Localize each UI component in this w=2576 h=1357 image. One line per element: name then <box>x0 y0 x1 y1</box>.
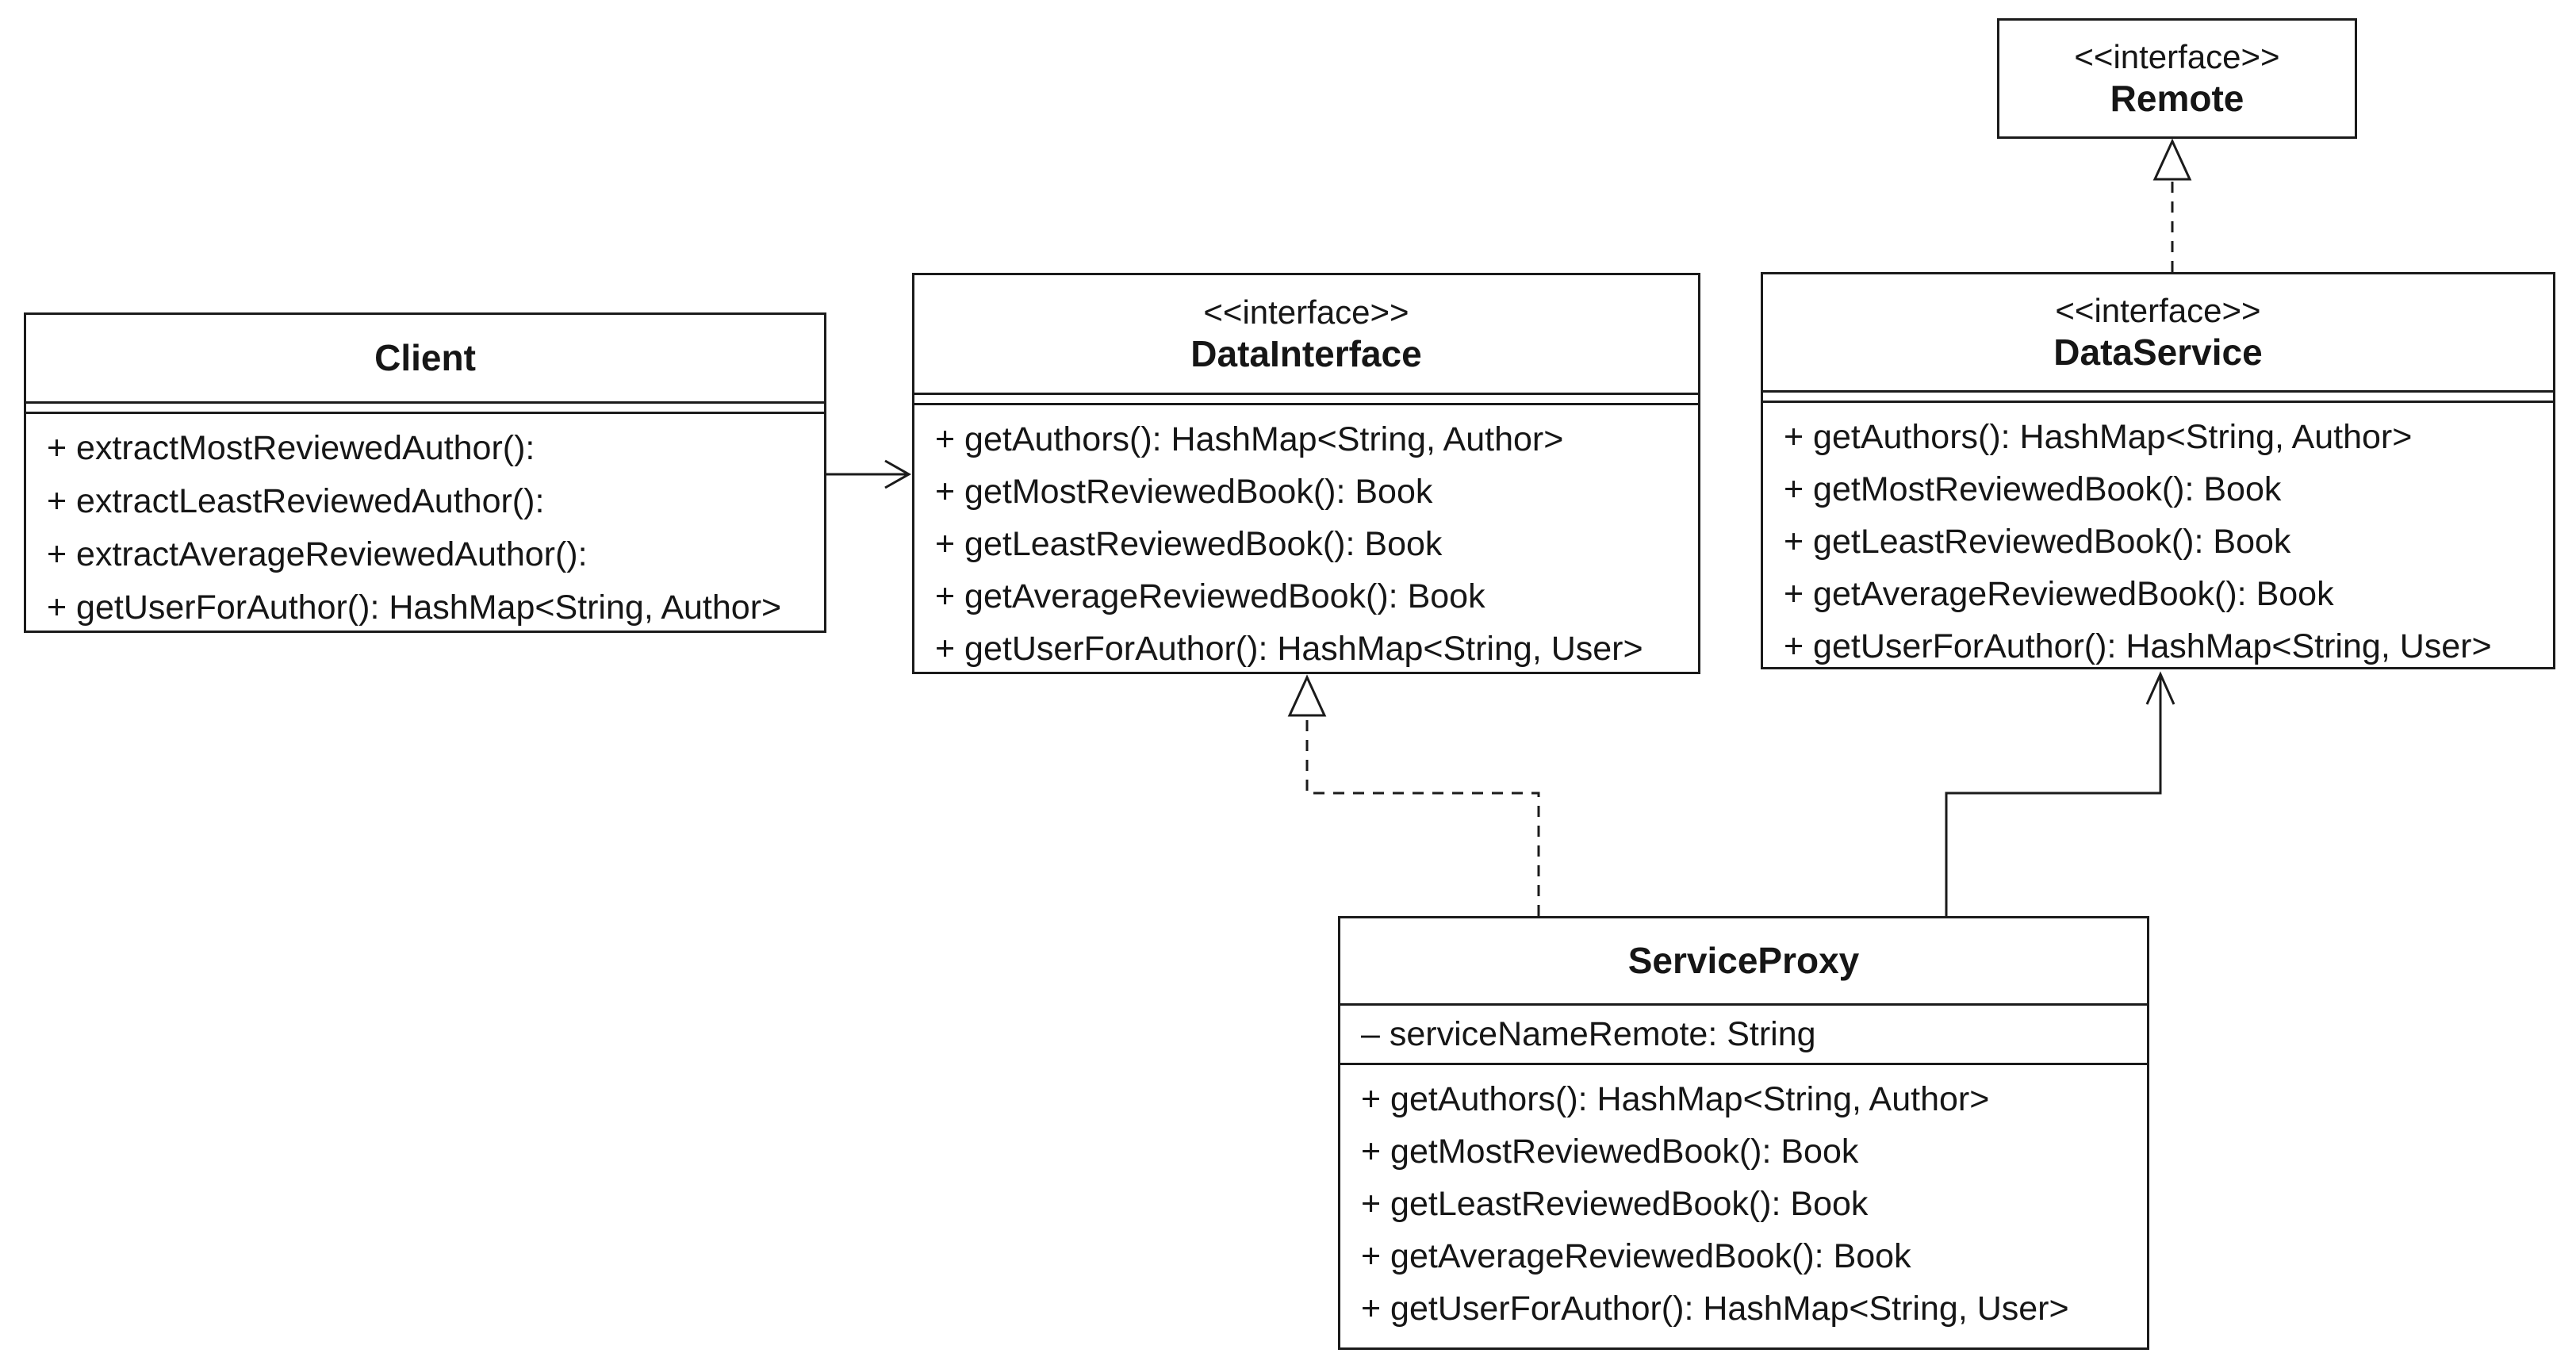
class-box-remote: <<interface>> Remote <box>1997 18 2357 139</box>
class-name-label: DataInterface <box>1190 332 1422 374</box>
class-box-serviceproxy: ServiceProxy – serviceNameRemote: String… <box>1338 916 2149 1350</box>
methods-compartment: + getAuthors(): HashMap<String, Author> … <box>914 405 1698 675</box>
empty-attributes-compartment <box>1763 393 2553 403</box>
open-arrowhead-icon <box>2147 674 2174 704</box>
method-row: + extractMostReviewedAuthor(): <box>47 429 535 467</box>
class-box-client: Client + extractMostReviewedAuthor(): + … <box>24 312 826 633</box>
method-row: + getLeastReviewedBook(): Book <box>1361 1185 1869 1223</box>
method-row: + extractAverageReviewedAuthor(): <box>47 535 588 573</box>
method-row: + getMostReviewedBook(): Book <box>935 473 1433 511</box>
hollow-triangle-icon <box>1290 677 1324 715</box>
method-row: + getLeastReviewedBook(): Book <box>935 525 1443 563</box>
class-title-dataservice: <<interface>> DataService <box>1763 274 2553 393</box>
methods-compartment: + getAuthors(): HashMap<String, Author> … <box>1340 1065 2147 1347</box>
method-row: + getAverageReviewedBook(): Book <box>1361 1237 1911 1275</box>
association-serviceproxy-to-dataservice <box>1946 674 2174 916</box>
method-row: + extractLeastReviewedAuthor(): <box>47 482 545 520</box>
method-row: + getUserForAuthor(): HashMap<String, Us… <box>1784 627 2492 665</box>
open-arrowhead-icon <box>885 461 909 488</box>
realization-serviceproxy-to-datainterface <box>1290 677 1539 916</box>
methods-compartment: + extractMostReviewedAuthor(): + extract… <box>26 414 824 634</box>
association-client-to-datainterface <box>826 461 909 488</box>
stereotype-label: <<interface>> <box>2055 292 2261 330</box>
class-box-datainterface: <<interface>> DataInterface + getAuthors… <box>912 273 1700 674</box>
method-row: + getUserForAuthor(): HashMap<String, Us… <box>1361 1290 2069 1328</box>
class-name-label: DataService <box>2053 331 2263 373</box>
method-row: + getUserForAuthor(): HashMap<String, Us… <box>935 630 1643 668</box>
method-row: + getAverageReviewedBook(): Book <box>1784 575 2334 613</box>
method-row: + getAuthors(): HashMap<String, Author> <box>935 420 1564 458</box>
hollow-triangle-icon <box>2155 141 2190 179</box>
class-name-label: Remote <box>2110 77 2244 119</box>
method-row: + getAverageReviewedBook(): Book <box>935 577 1485 615</box>
method-row: + getMostReviewedBook(): Book <box>1361 1133 1859 1171</box>
method-row: + getAuthors(): HashMap<String, Author> <box>1361 1080 1990 1118</box>
attributes-compartment: – serviceNameRemote: String <box>1340 1006 2147 1065</box>
stereotype-label: <<interface>> <box>1203 293 1409 332</box>
class-title-client: Client <box>26 315 824 404</box>
attribute-row: – serviceNameRemote: String <box>1361 1014 1816 1053</box>
method-row: + getMostReviewedBook(): Book <box>1784 470 2282 508</box>
methods-compartment: + getAuthors(): HashMap<String, Author> … <box>1763 403 2553 673</box>
class-title-serviceproxy: ServiceProxy <box>1340 918 2147 1006</box>
class-box-dataservice: <<interface>> DataService + getAuthors()… <box>1761 272 2555 669</box>
realization-dataservice-to-remote <box>2155 141 2190 272</box>
method-row: + getUserForAuthor(): HashMap<String, Au… <box>47 588 782 627</box>
class-title-datainterface: <<interface>> DataInterface <box>914 275 1698 395</box>
method-row: + getLeastReviewedBook(): Book <box>1784 523 2291 561</box>
class-name-label: Client <box>374 337 476 379</box>
empty-attributes-compartment <box>914 395 1698 405</box>
class-name-label: ServiceProxy <box>1627 940 1860 982</box>
empty-attributes-compartment <box>26 404 824 414</box>
stereotype-label: <<interface>> <box>2074 38 2280 76</box>
method-row: + getAuthors(): HashMap<String, Author> <box>1784 418 2413 456</box>
